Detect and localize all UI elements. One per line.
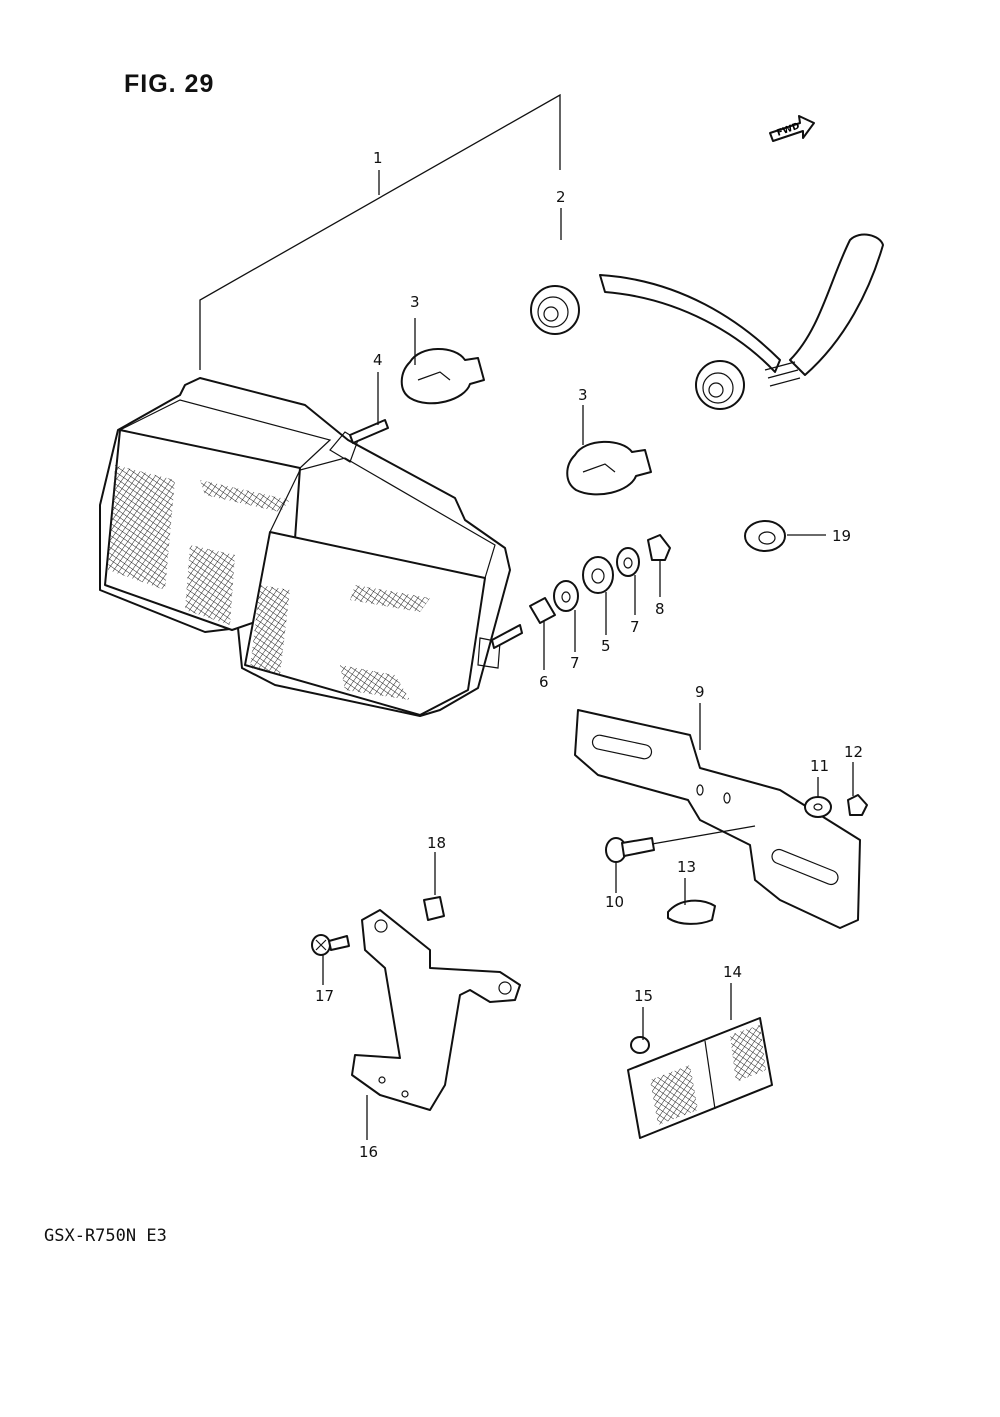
nut-12 bbox=[847, 794, 868, 816]
callout-5: 5 bbox=[601, 637, 611, 655]
tail-lamp-assembly bbox=[99, 377, 523, 717]
assembly-bracket-lines bbox=[199, 93, 562, 370]
callout-4: 4 bbox=[373, 351, 383, 369]
screw-17 bbox=[311, 934, 350, 956]
callout-16: 16 bbox=[359, 1143, 378, 1161]
callout-18: 18 bbox=[427, 834, 446, 852]
callout-6: 6 bbox=[539, 673, 549, 691]
callout-numbers: 1 2 3 3 4 5 6 7 7 8 9 10 11 12 13 14 15 … bbox=[315, 149, 863, 1161]
callout-12: 12 bbox=[844, 743, 863, 761]
figure-title: FIG. 29 bbox=[124, 70, 215, 98]
washer-11 bbox=[804, 796, 832, 818]
model-code: GSX-R750N E3 bbox=[44, 1226, 167, 1246]
socket-harness bbox=[530, 233, 884, 410]
callout-15: 15 bbox=[634, 987, 653, 1005]
callout-3b: 3 bbox=[578, 386, 588, 404]
callout-1: 1 bbox=[373, 149, 383, 167]
callout-10: 10 bbox=[605, 893, 624, 911]
leader-lines bbox=[322, 318, 854, 1140]
bulb-13 bbox=[667, 899, 716, 925]
callout-13: 13 bbox=[677, 858, 696, 876]
reflector-14 bbox=[627, 1017, 773, 1139]
license-bracket bbox=[574, 709, 861, 929]
bracket-16 bbox=[351, 909, 521, 1111]
nut-15 bbox=[630, 1036, 650, 1054]
grommet-19 bbox=[744, 520, 826, 552]
callout-17: 17 bbox=[315, 987, 334, 1005]
mounting-hardware bbox=[529, 534, 671, 624]
callout-19: 19 bbox=[832, 527, 851, 545]
callout-14: 14 bbox=[723, 963, 742, 981]
collar-18 bbox=[423, 896, 445, 921]
callout-11: 11 bbox=[810, 757, 829, 775]
bulb-upper bbox=[400, 348, 485, 405]
bolt-10 bbox=[605, 825, 756, 863]
callout-7b: 7 bbox=[630, 618, 640, 636]
callout-2: 2 bbox=[556, 188, 566, 206]
fwd-arrow-icon: FWD bbox=[769, 115, 815, 142]
bulb-lower bbox=[566, 440, 652, 496]
callout-8: 8 bbox=[655, 600, 665, 618]
callout-7a: 7 bbox=[570, 654, 580, 672]
callout-3a: 3 bbox=[410, 293, 420, 311]
callout-9: 9 bbox=[695, 683, 705, 701]
